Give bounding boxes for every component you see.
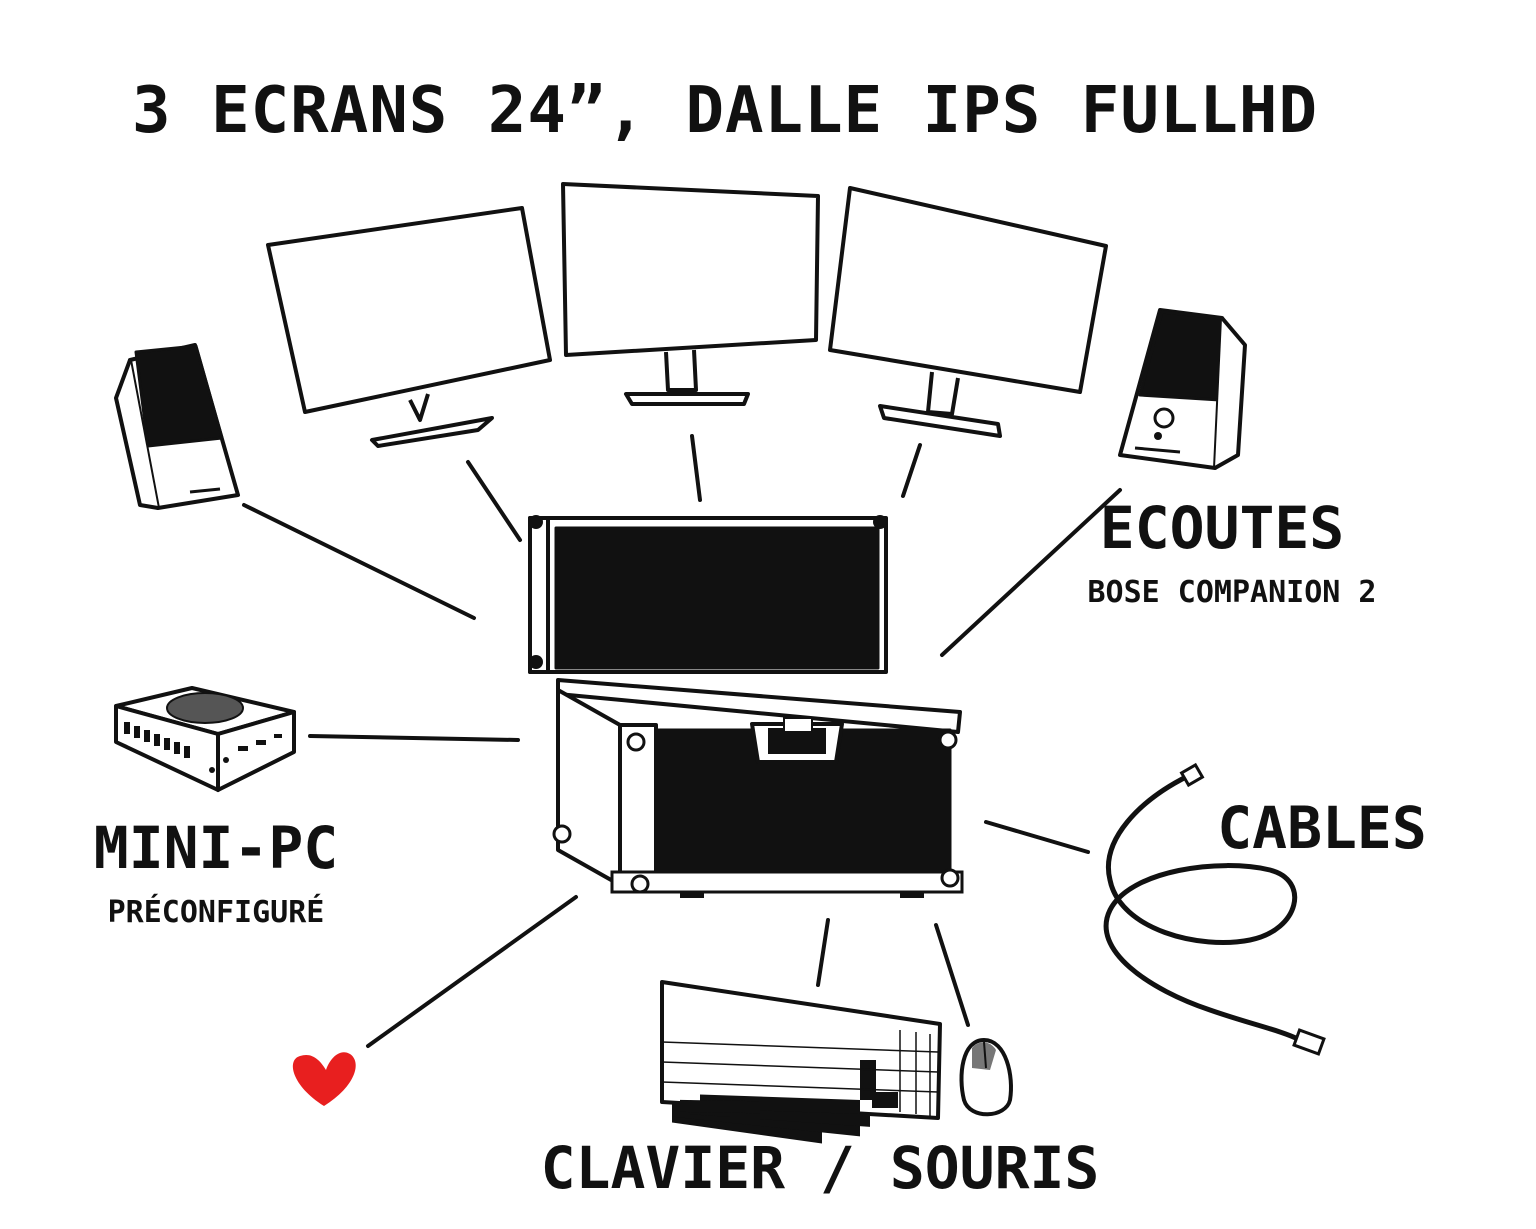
right-speaker-icon (1118, 308, 1247, 470)
heart-icon (292, 1052, 356, 1106)
left-speaker-icon (114, 343, 240, 510)
cable-icon (1103, 762, 1326, 1056)
connector-heart (366, 895, 578, 1048)
connector-monitor-left (466, 460, 522, 542)
label-minipc: MINI-PC (94, 814, 338, 882)
keyboard-icon (660, 980, 942, 1144)
connector-monitor-center (690, 434, 702, 502)
connector-cables (984, 820, 1090, 854)
mouse-icon (959, 1038, 1013, 1117)
flight-case-icon (528, 515, 964, 898)
diagram-title: 3 ECRANS 24”, DALLE IPS FULLHD (132, 74, 1318, 148)
monitor-left-icon (266, 206, 552, 448)
label-minipc-sub: PRÉCONFIGURÉ (108, 894, 325, 930)
connector-lines (242, 434, 1122, 1048)
connector-minipc (308, 734, 520, 742)
monitor-center-icon (561, 182, 820, 406)
label-speakers: ECOUTES (1100, 494, 1344, 562)
label-cables: CABLES (1217, 794, 1427, 862)
connector-mouse (934, 923, 970, 1027)
connector-keyboard (816, 918, 830, 987)
mini-pc-icon (114, 686, 296, 792)
connector-monitor-right (901, 443, 922, 498)
label-speakers-model: BOSE COMPANION 2 (1088, 575, 1377, 610)
label-keyboard-mouse: CLAVIER / SOURIS (541, 1134, 1100, 1202)
connector-right-speaker (940, 488, 1122, 657)
connector-left-speaker (242, 503, 476, 620)
monitor-right-icon (828, 186, 1108, 438)
